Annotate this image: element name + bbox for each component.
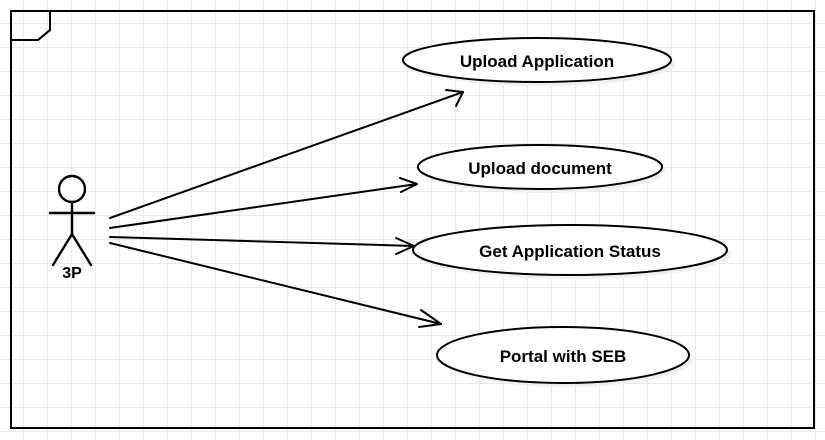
- association-line-2: [109, 183, 418, 229]
- actor-leg-right: [70, 232, 93, 267]
- actor-leg-left: [51, 232, 74, 267]
- frame-border: [10, 10, 815, 429]
- use-case-label-get-application-status: Get Application Status: [479, 242, 661, 261]
- use-case-ellipse: [417, 144, 663, 190]
- association-line-1: [109, 91, 464, 219]
- use-case-get-application-status[interactable]: Get Application Status: [412, 224, 728, 276]
- use-case-label-upload-application: Upload Application: [460, 52, 614, 71]
- association-line-4: [109, 242, 442, 325]
- arrowhead-4: [418, 309, 442, 328]
- use-case-ellipse: [412, 224, 728, 276]
- actor-head-icon: [57, 174, 87, 204]
- association-portal-with-seb[interactable]: [109, 242, 442, 328]
- frame-tab: [10, 10, 51, 41]
- use-case-ellipse: [436, 326, 690, 384]
- arrowhead-1: [445, 89, 464, 107]
- use-case-portal-with-seb[interactable]: Portal with SEB: [436, 326, 690, 384]
- actor-3p[interactable]: [48, 174, 96, 267]
- association-upload-document[interactable]: [109, 177, 418, 229]
- arrowhead-2: [399, 177, 418, 193]
- association-get-application-status[interactable]: [109, 236, 415, 255]
- use-case-upload-document[interactable]: Upload document: [417, 144, 663, 190]
- use-case-label-portal-with-seb: Portal with SEB: [500, 347, 627, 366]
- association-upload-application[interactable]: [109, 89, 464, 219]
- use-case-upload-application[interactable]: Upload Application: [402, 37, 672, 83]
- association-line-3: [109, 236, 415, 247]
- actor-label-3p: 3P: [62, 265, 82, 282]
- use-case-ellipse: [402, 37, 672, 83]
- association-lines: [109, 89, 464, 328]
- use-case-label-upload-document: Upload document: [468, 159, 612, 178]
- package-frame: [10, 10, 815, 429]
